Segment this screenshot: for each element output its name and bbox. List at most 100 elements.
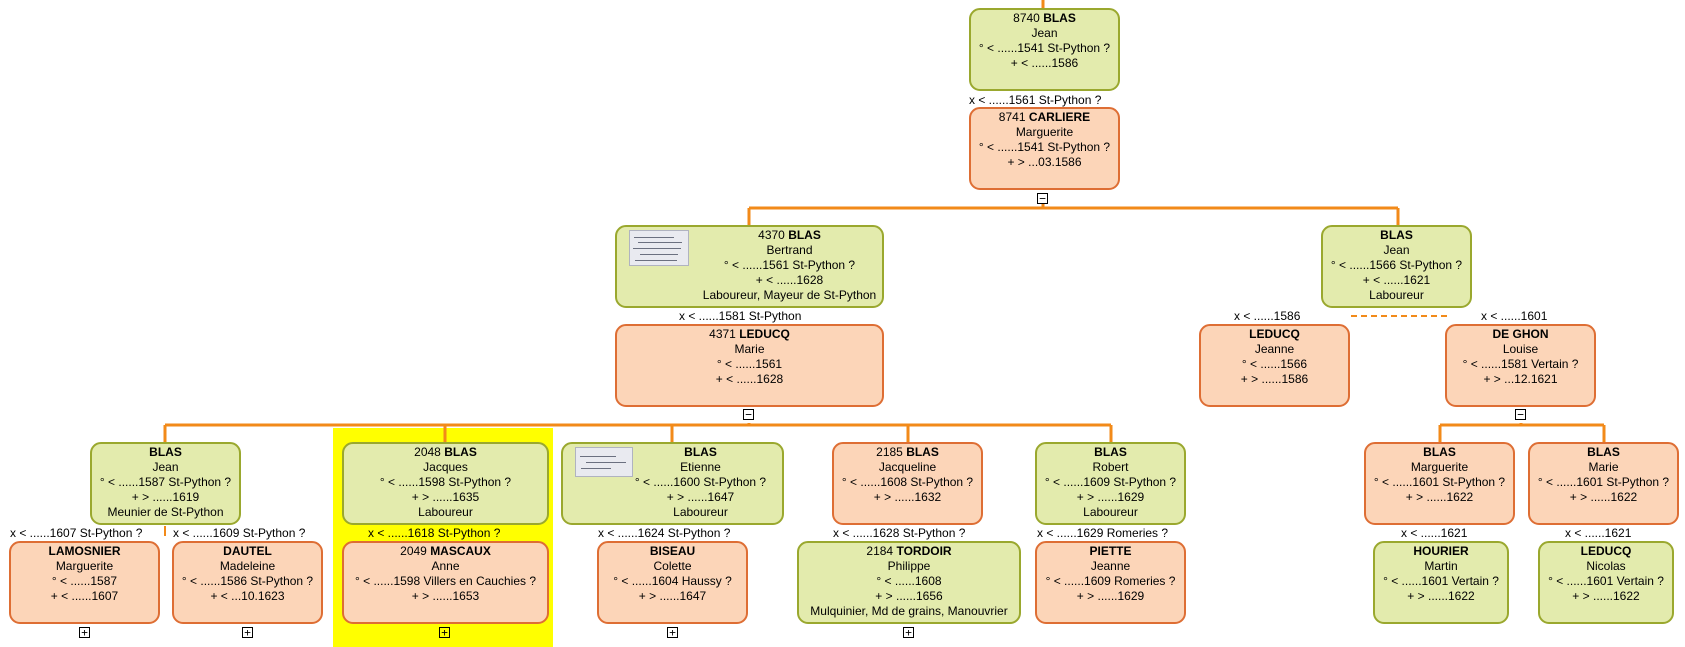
person-box-marie-blas[interactable]: BLAS Marie ° < ......1601 St-Python ? + … [1528, 442, 1679, 525]
person-box-robert-blas[interactable]: BLAS Robert ° < ......1609 St-Python ? +… [1035, 442, 1186, 525]
person-box-2048[interactable]: 2048 BLAS Jacques ° < ......1598 St-Pyth… [342, 442, 549, 525]
person-box-jean-blas[interactable]: BLAS Jean ° < ......1566 St-Python ? + <… [1321, 225, 1472, 308]
person-birth: ° < ......1541 St-Python ? [978, 41, 1111, 55]
marriage-label: x < ......1586 [1234, 309, 1301, 323]
person-header: 4371 LEDUCQ [709, 327, 790, 341]
person-box-dautel[interactable]: DAUTEL Madeleine ° < ......1586 St-Pytho… [172, 541, 323, 624]
person-birth: ° < ......1608 [876, 574, 942, 588]
person-death: + > ......1656 [875, 589, 943, 603]
marriage-label: x < ......1607 St-Python ? [10, 526, 143, 540]
person-death: + > ......1632 [873, 490, 942, 504]
person-box-2185[interactable]: 2185 BLAS Jacqueline ° < ......1608 St-P… [832, 442, 983, 525]
person-box-2184[interactable]: 2184 TORDOIR Philippe ° < ......1608 + >… [797, 541, 1021, 624]
person-birth: ° < ......1541 St-Python ? [978, 140, 1111, 154]
person-box-hourier[interactable]: HOURIER Martin ° < ......1601 Vertain ? … [1373, 541, 1509, 624]
person-box-leducq-nicolas[interactable]: LEDUCQ Nicolas ° < ......1601 Vertain ? … [1538, 541, 1674, 624]
person-death: + > ......1629 [1076, 589, 1145, 603]
person-given: Jeanne [1254, 342, 1295, 356]
person-given: Jeanne [1090, 559, 1131, 573]
marriage-label: x < ......1561 St-Python ? [969, 93, 1102, 107]
person-birth: ° < ......1604 Haussy ? [613, 574, 732, 588]
person-header: 2184 TORDOIR [866, 544, 952, 558]
person-header: BLAS [149, 445, 182, 459]
person-header: PIETTE [1089, 544, 1132, 558]
person-box-4371[interactable]: 4371 LEDUCQ Marie ° < ......1561 + < ...… [615, 324, 884, 407]
person-occupation: Laboureur [1083, 505, 1138, 519]
person-death: + < ......1621 [1362, 273, 1431, 287]
person-box-piette[interactable]: PIETTE Jeanne ° < ......1609 Romeries ? … [1035, 541, 1186, 624]
person-death: + > ......1622 [1405, 490, 1474, 504]
person-given: Jacques [423, 460, 468, 474]
person-death: + > ...03.1586 [1007, 155, 1082, 169]
person-birth: ° < ......1561 [716, 357, 783, 371]
person-header: BLAS [1587, 445, 1620, 459]
person-occupation: Laboureur, Mayeur de St-Python [702, 288, 877, 302]
person-death: + < ......1586 [1010, 56, 1079, 70]
person-given: Marguerite [1015, 125, 1074, 139]
person-box-8741[interactable]: 8741 CARLIERE Marguerite ° < ......1541 … [969, 107, 1120, 190]
person-death: + < ......1628 [715, 372, 784, 386]
collapse-toggle[interactable]: − [1037, 193, 1048, 204]
portrait-thumbnail[interactable] [629, 230, 689, 266]
person-box-marguerite-blas[interactable]: BLAS Marguerite ° < ......1601 St-Python… [1364, 442, 1515, 525]
person-box-4370[interactable]: 4370 BLAS Bertrand ° < ......1561 St-Pyt… [615, 225, 884, 308]
marriage-label: x < ......1621 [1565, 526, 1632, 540]
person-box-jeanne-leducq[interactable]: LEDUCQ Jeanne ° < ......1566 + > ......1… [1199, 324, 1350, 407]
portrait-thumbnail[interactable] [575, 447, 633, 477]
expand-toggle[interactable]: + [903, 627, 914, 638]
person-given: Marguerite [1410, 460, 1469, 474]
expand-toggle[interactable]: + [667, 627, 678, 638]
person-birth: ° < ......1587 [51, 574, 118, 588]
expand-toggle[interactable]: + [439, 627, 450, 638]
collapse-toggle[interactable]: − [1515, 409, 1526, 420]
person-death: + > ......1622 [1569, 490, 1638, 504]
person-box-jean-blas-meunier[interactable]: BLAS Jean ° < ......1587 St-Python ? + >… [90, 442, 241, 525]
marriage-label: x < ......1628 St-Python ? [833, 526, 966, 540]
person-header: DAUTEL [223, 544, 272, 558]
person-given: Nicolas [1586, 559, 1626, 573]
person-birth: ° < ......1600 St-Python ? [634, 475, 767, 489]
person-header: LAMOSNIER [48, 544, 121, 558]
person-given: Louise [1502, 342, 1539, 356]
person-birth: ° < ......1586 St-Python ? [181, 574, 314, 588]
person-death: + < ...10.1623 [210, 589, 285, 603]
person-given: Colette [653, 559, 692, 573]
collapse-toggle[interactable]: − [743, 409, 754, 420]
person-birth: ° < ......1598 Villers en Cauchies ? [354, 574, 536, 588]
person-box-2049[interactable]: 2049 MASCAUX Anne ° < ......1598 Villers… [342, 541, 549, 624]
person-given: Jean [1383, 243, 1410, 257]
person-box-louise-de-ghon[interactable]: DE GHON Louise ° < ......1581 Vertain ? … [1445, 324, 1596, 407]
person-header: BLAS [1423, 445, 1456, 459]
person-box-biseau[interactable]: BISEAU Colette ° < ......1604 Haussy ? +… [597, 541, 748, 624]
person-header: 2048 BLAS [414, 445, 477, 459]
person-death: + > ......1629 [1076, 490, 1145, 504]
person-box-lamosnier[interactable]: LAMOSNIER Marguerite ° < ......1587 + < … [9, 541, 160, 624]
person-header: HOURIER [1413, 544, 1469, 558]
person-birth: ° < ......1598 St-Python ? [379, 475, 512, 489]
person-given: Marie [1588, 460, 1619, 474]
person-death: + > ......1619 [131, 490, 200, 504]
person-birth: ° < ......1561 St-Python ? [723, 258, 856, 272]
marriage-label: x < ......1601 [1481, 309, 1548, 323]
person-box-8740[interactable]: 8740 BLAS Jean ° < ......1541 St-Python … [969, 8, 1120, 91]
marriage-label: x < ......1624 St-Python ? [598, 526, 731, 540]
person-occupation: Laboureur [673, 505, 728, 519]
person-occupation: Mulquinier, Md de grains, Manouvrier [810, 604, 1008, 618]
person-header: BLAS [684, 445, 717, 459]
person-birth: ° < ......1609 St-Python ? [1044, 475, 1177, 489]
person-given: Marie [734, 342, 765, 356]
marriage-label: x < ......1629 Romeries ? [1037, 526, 1169, 540]
person-header: 2049 MASCAUX [400, 544, 491, 558]
person-given: Jacqueline [878, 460, 937, 474]
marriage-label: x < ......1621 [1401, 526, 1468, 540]
person-given: Madeleine [219, 559, 276, 573]
person-given: Robert [1092, 460, 1129, 474]
person-header: LEDUCQ [1580, 544, 1632, 558]
person-birth: ° < ......1609 Romeries ? [1045, 574, 1176, 588]
expand-toggle[interactable]: + [79, 627, 90, 638]
expand-toggle[interactable]: + [242, 627, 253, 638]
person-birth: ° < ......1581 Vertain ? [1462, 357, 1579, 371]
person-box-etienne-blas[interactable]: BLAS Etienne ° < ......1600 St-Python ? … [561, 442, 784, 525]
person-given: Martin [1424, 559, 1458, 573]
